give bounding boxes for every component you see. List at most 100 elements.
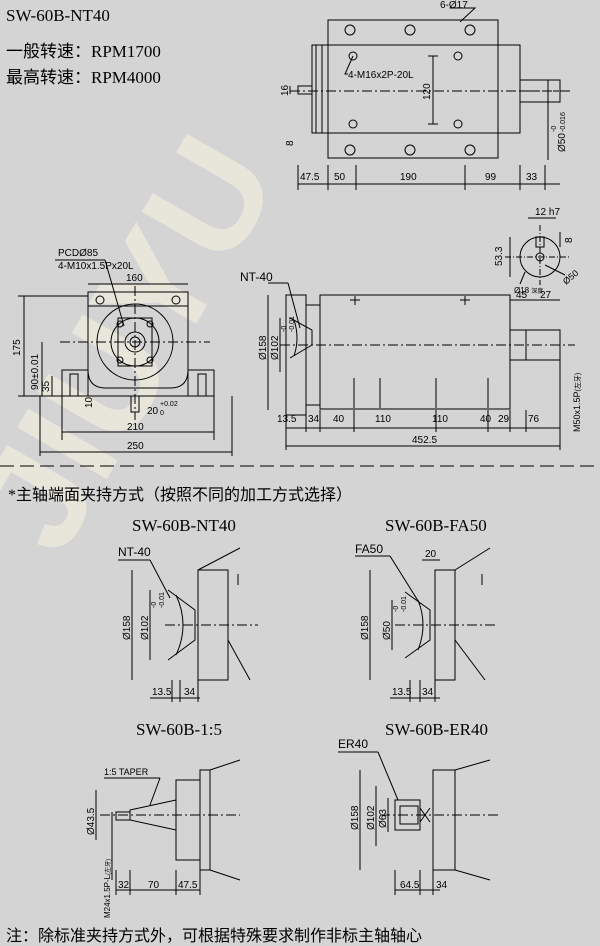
fa50-tol-top: -0 — [393, 606, 400, 612]
key-dim-18-note: 深度 — [531, 287, 543, 295]
side-dim-76: 76 — [528, 414, 540, 425]
variant-fa50-title: SW-60B-FA50 — [385, 516, 487, 535]
front-dim-90: 90±0.01 — [30, 353, 41, 390]
model-title: SW-60B-NT40 — [6, 6, 110, 25]
top-shaft-tol-top: -0 — [551, 126, 558, 132]
side-dim-m50-note: (左牙) — [573, 373, 582, 392]
variant-er40-title: SW-60B-ER40 — [385, 720, 488, 739]
taper-thread-value: M24x1.5P-L — [103, 874, 112, 918]
front-dim-20: 20 — [147, 406, 159, 417]
general-speed: 一般转速：RPM1700 — [6, 42, 161, 62]
top-shaft-tol-bot: -0.016 — [560, 112, 567, 132]
top-dim-50: 50 — [334, 172, 346, 183]
er40-dia-mid: Ø102 — [366, 805, 377, 830]
taper-label: 1:5 TAPER — [104, 767, 149, 777]
taper-dim-32: 32 — [118, 880, 130, 891]
variant-nt40-drawing — [118, 547, 258, 702]
side-dim-110a: 110 — [375, 414, 391, 425]
side-dim-total: 452.5 — [412, 435, 437, 446]
side-dim-102-tol-bot: -0.01 — [289, 316, 296, 332]
nt40-dia-outer: Ø158 — [122, 615, 133, 640]
front-dim-20-tol-top: +0.02 — [160, 401, 178, 408]
nt40-tol-top: -0 — [151, 602, 158, 608]
side-dim-102: Ø102 — [270, 335, 281, 360]
max-speed-value: RPM4000 — [91, 68, 161, 87]
nt40-dim-34: 34 — [184, 687, 196, 698]
top-holes-label: 6-Ø17 — [440, 0, 468, 11]
taper-dim-70: 70 — [148, 880, 160, 891]
side-dim-110b: 110 — [432, 414, 448, 425]
top-thread-label: 4-M16x2P-20L — [348, 70, 414, 81]
taper-dim-47-5: 47.5 — [178, 880, 198, 891]
footer-note: 注：除标准夹持方式外，可根据特殊要求制作非标主轴轴心 — [6, 928, 423, 945]
side-dim-45: 45 — [516, 290, 528, 301]
er40-dia-inner: Ø63 — [378, 809, 389, 828]
mount-holes — [344, 24, 476, 156]
key-dim-18: Ø18 深度 — [514, 286, 543, 295]
top-view — [289, 7, 570, 190]
fa50-tol-bot: -0.01 — [401, 596, 408, 612]
er40-dim-34: 34 — [436, 880, 448, 891]
key-dim-12h7: 12 h7 — [535, 207, 560, 218]
front-dim-20-tol-bot: 0 — [160, 410, 164, 417]
side-dim-102-tol-top: -0 — [281, 326, 288, 332]
top-dim-99: 99 — [485, 172, 497, 183]
variant-er40-drawing — [338, 751, 500, 895]
top-shaft-dia: Ø50 — [557, 133, 568, 152]
side-dim-34: 34 — [308, 414, 320, 425]
front-dim-10: 10 — [84, 396, 95, 408]
variant-taper-title: SW-60B-1:5 — [136, 720, 222, 739]
general-speed-label: 一般转速： — [6, 42, 91, 61]
nt40-dim-13-5: 13.5 — [152, 687, 172, 698]
top-dim-120: 120 — [422, 83, 433, 100]
side-dim-40a: 40 — [333, 414, 345, 425]
side-view — [267, 282, 575, 450]
front-view — [18, 259, 233, 456]
side-dim-158: Ø158 — [258, 335, 269, 360]
key-dim-53-3: 53.3 — [494, 246, 505, 266]
front-dim-160: 160 — [126, 273, 143, 284]
variant-fa50-drawing — [355, 547, 498, 702]
nt40-tol-bot: -0.01 — [159, 592, 166, 608]
taper-thread: M24x1.5P-L(左牙) — [103, 859, 112, 918]
taper-dia: Ø43.5 — [86, 807, 97, 835]
max-speed: 最高转速：RPM4000 — [6, 68, 161, 88]
side-nt-label: NT-40 — [240, 270, 273, 284]
side-dim-m50: M50x1.5P(左牙) — [572, 373, 582, 432]
fa50-dim-13-5: 13.5 — [392, 687, 412, 698]
side-dim-40b: 40 — [480, 414, 492, 425]
front-dim-250: 250 — [127, 441, 144, 452]
top-dim-8: 8 — [285, 140, 296, 146]
front-dim-175: 175 — [12, 339, 23, 356]
er40-dia-outer: Ø158 — [350, 805, 361, 830]
side-dim-m50-value: M50x1.5P — [572, 391, 582, 432]
side-dim-27: 27 — [540, 290, 552, 301]
side-dim-13-5: 13.5 — [277, 414, 297, 425]
key-detail — [505, 217, 570, 285]
key-dim-18-value: Ø18 — [514, 286, 531, 295]
fa50-dim-34: 34 — [422, 687, 434, 698]
front-pcd-label: PCDØ85 — [58, 248, 98, 259]
variant-taper-drawing — [95, 759, 241, 895]
front-thread-label: 4-M10x1.5Px20L — [58, 261, 134, 272]
nt40-dia-inner: Ø102 — [140, 615, 151, 640]
section-title: *主轴端面夹持方式（按照不同的加工方式选择） — [8, 487, 353, 504]
fa50-dia-outer: Ø158 — [360, 615, 371, 640]
fa50-label: FA50 — [355, 542, 383, 556]
front-dim-35: 35 — [41, 380, 52, 392]
top-dim-33: 33 — [526, 172, 538, 183]
er40-dim-64-5: 64.5 — [400, 880, 420, 891]
top-dim-47-5: 47.5 — [300, 172, 320, 183]
nt40-label: NT-40 — [118, 545, 151, 559]
fa50-dim-top: 20 — [425, 549, 437, 560]
er40-label: ER40 — [338, 737, 368, 751]
key-dim-8: 8 — [564, 237, 575, 243]
top-dim-190: 190 — [400, 172, 417, 183]
front-dim-210: 210 — [127, 422, 144, 433]
variant-nt40-title: SW-60B-NT40 — [132, 516, 236, 535]
taper-thread-note: (左牙) — [104, 859, 112, 875]
top-dim-16: 16 — [280, 84, 291, 96]
general-speed-value: RPM1700 — [91, 42, 161, 61]
fa50-dia-inner: Ø50 — [382, 621, 393, 640]
